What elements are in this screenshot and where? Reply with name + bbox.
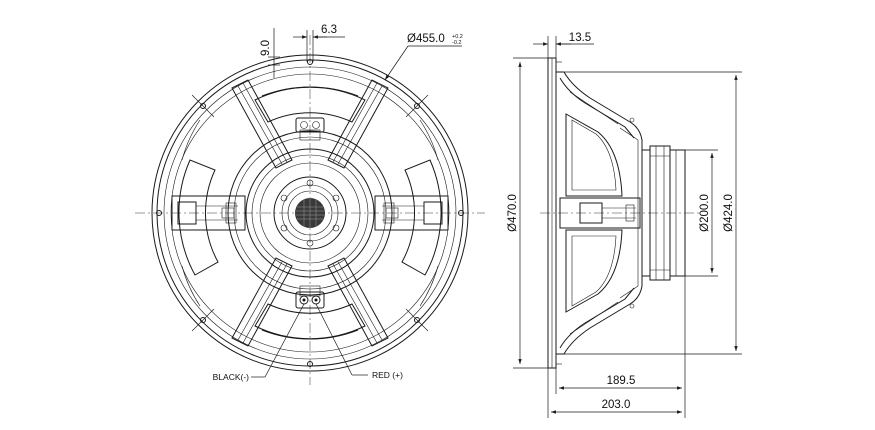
terminals	[295, 117, 325, 309]
dim-203: 203.0	[547, 368, 682, 418]
basket-windows	[178, 86, 442, 340]
motor-assembly	[225, 129, 395, 297]
dim-outer-dia-tol-upper: +0.2	[452, 34, 463, 40]
frame-outer-ring	[151, 54, 469, 372]
top-terminal-block	[295, 117, 325, 133]
dim-6-3: 6.3	[293, 24, 345, 62]
dim-outer-dia: Ø455.0 +0.2 -0.2	[384, 33, 463, 81]
dim-dia-424-label: Ø424.0	[723, 194, 735, 232]
dim-189-5-label: 189.5	[607, 375, 636, 387]
dim-203-label: 203.0	[602, 399, 631, 411]
dim-13-5: 13.5	[533, 32, 594, 58]
dim-189-5: 189.5	[555, 276, 686, 418]
side-view: 13.5 Ø470.0 Ø200.0 Ø424.0 18	[507, 32, 742, 418]
label-red: RED (+)	[372, 370, 403, 380]
dim-outer-dia-tol-lower: -0.2	[452, 40, 461, 46]
side-motor	[641, 145, 686, 281]
dim-13-5-label: 13.5	[569, 32, 591, 44]
frame-inner-ring	[163, 66, 457, 360]
basket-spokes	[171, 79, 449, 347]
dim-9-0: 9.0	[260, 28, 280, 78]
dim-dia-470: Ø470.0	[507, 57, 548, 369]
dim-dia-200-label: Ø200.0	[699, 194, 711, 232]
front-view: 9.0 6.3 Ø455.0 +0.2 -0.2 BLACK(-) RED (	[135, 24, 485, 385]
dim-dia-424: Ø424.0	[564, 71, 742, 355]
basket-profile	[556, 71, 643, 355]
label-black: BLACK(-)	[213, 372, 250, 382]
dim-dia-470-label: Ø470.0	[507, 194, 519, 232]
terminal-callouts: BLACK(-) RED (+)	[213, 303, 403, 382]
dim-6-3-label: 6.3	[321, 24, 337, 36]
bottom-terminal-block	[295, 291, 325, 309]
frame-cone-edge	[170, 73, 450, 353]
top-plate-screws	[280, 179, 340, 247]
dim-outer-dia-label: Ø455.0	[407, 33, 445, 45]
mounting-holes	[156, 59, 464, 367]
dim-dia-200: Ø200.0	[685, 149, 718, 277]
dim-9-0-label: 9.0	[260, 40, 272, 56]
